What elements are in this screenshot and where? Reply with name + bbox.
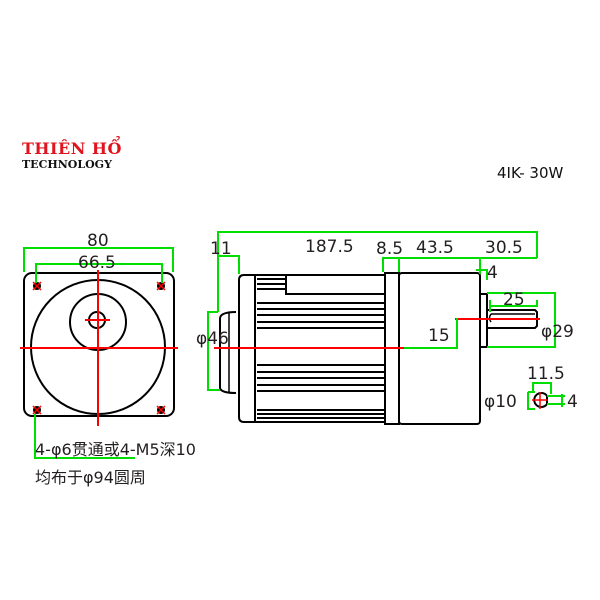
brand-subtitle: TECHNOLOGY [22, 158, 112, 171]
mounting-hole-icon [32, 281, 166, 415]
dim-hole-spacing: 66.5 [78, 253, 116, 273]
side-dimension-lines [207, 231, 556, 391]
mounting-note-line1: 4-φ6贯通或4-M5深10 [35, 440, 196, 459]
dim-shaft-total: 30.5 [485, 238, 523, 258]
mounting-note-line2: 均布于φ94圆周 [35, 468, 146, 487]
side-flange [238, 274, 256, 423]
gearbox-boss [479, 293, 488, 348]
pilot-outline [219, 311, 237, 394]
front-dimension-lines [23, 247, 174, 459]
shaft-section: 11.5 φ10 4 [484, 364, 578, 412]
front-view: 80 66.5 4-φ6贯通或4-M5深10 均布于φ94圆周 [20, 231, 196, 487]
dim-shaft-diameter: φ10 [484, 392, 517, 412]
dim-gearbox-length: 43.5 [416, 238, 454, 258]
dim-key-height: 11.5 [527, 364, 565, 384]
dim-flange: 11 [210, 239, 232, 259]
dim-overall-length: 187.5 [305, 237, 354, 257]
dim-gap: 8.5 [376, 239, 403, 259]
dim-shaft-offset: 15 [428, 326, 450, 346]
model-label: 4IK- 30W [497, 164, 564, 182]
side-view: 11 187.5 8.5 43.5 30.5 4 25 φ46 15 φ29 [196, 231, 574, 425]
brand-logo: THIÊN HỔ TECHNOLOGY [22, 139, 122, 172]
dim-boss-diameter: φ29 [541, 322, 574, 342]
cooling-fins [257, 278, 385, 419]
terminal-box [285, 274, 386, 295]
dim-boss: 4 [487, 263, 498, 283]
dim-width: 80 [87, 231, 109, 251]
brand-title: THIÊN HỔ [22, 139, 122, 158]
dim-pilot-diameter: φ46 [196, 329, 229, 349]
section-dimension-lines [527, 382, 565, 410]
dim-key-width: 4 [567, 392, 578, 412]
dim-shaft-length: 25 [503, 290, 525, 310]
